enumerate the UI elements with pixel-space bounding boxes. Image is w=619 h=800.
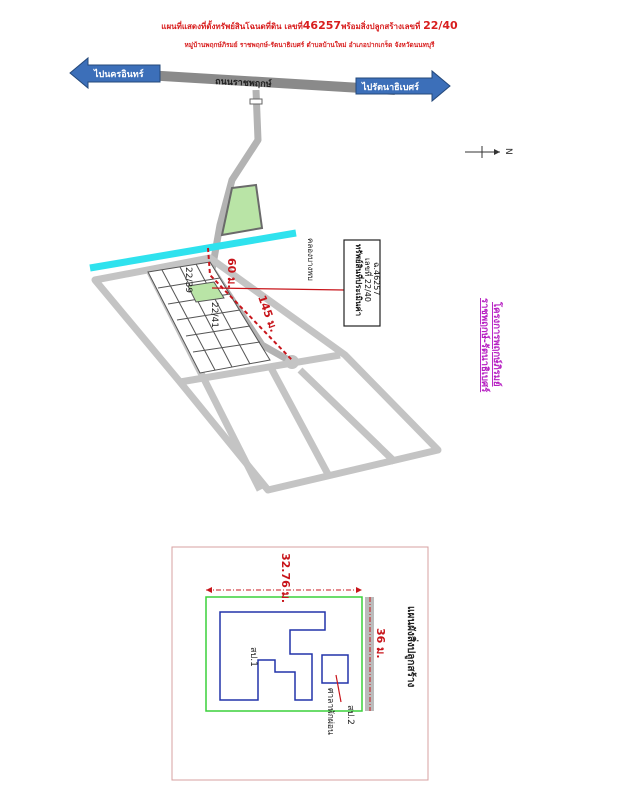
plot-boundary [205,596,363,712]
park-area [220,183,264,237]
callout-line [211,287,345,291]
building-1-label: สป.1 [248,647,258,667]
arrow-right-label: ไปรัตนาธิเบศร์ [361,81,419,93]
arrow-left: ไปนครอินทร์ [69,56,161,90]
house-number: 22/40 [423,19,458,32]
building-2-label: สป.2 [345,705,355,725]
building-2 [321,654,349,684]
building-1 [219,611,326,701]
canal-line [89,229,297,272]
distance-line [207,247,293,361]
canal-label: คลองบางพบ [306,238,315,281]
plot-left-label: 22/39 [183,267,193,293]
callout-line-1: ทรัพย์สินที่ประเมินค่า [354,244,365,316]
title-prefix: แผนที่แสดงที่ตั้งทรัพย์สินโฉนดที่ดิน เลข… [161,22,303,31]
project-name-1: โครงการพฤกษ์ภิรมย์ [491,301,503,387]
project-name-2: ราชพฤกษ์-รัตนาธิเบศร์ [479,298,491,393]
arrow-left-label: ไปนครอินทร์ [93,68,144,80]
plan-frame [171,546,429,781]
callout-line-2: เลขที่ 22/40 [363,258,374,302]
plan-title: แผนผังสิ่งปลูกสร้าง [404,606,419,687]
roundabout [285,355,299,369]
deed-number: 46257 [302,19,342,32]
document-title: แผนที่แสดงที่ตั้งทรัพย์สินโฉนดที่ดิน เลข… [0,19,619,33]
arrow-right: ไปรัตนาธิเบศร์ [355,69,451,103]
distance-145-label: 145 ม. [255,294,280,334]
dim-arrow-b [356,587,362,593]
callout-box [343,239,381,327]
distance-60-label: 60 ม. [225,258,238,289]
title-mid: พร้อมสิ่งปลูกสร้างเลขที่ [341,22,421,31]
callout-line-3: ฉ.46257 [372,262,381,295]
subject-plot [187,281,225,303]
north-label: N [503,148,513,155]
inner-road-2 [266,364,334,480]
access-road [208,89,294,366]
plan-width-label: 32.76 ม. [279,553,292,603]
inner-road-3 [179,351,341,386]
building-2-desc: ศาลาพักผ่อน [325,688,335,735]
plot-right-label: 22/41 [209,302,219,328]
document-subtitle: หมู่บ้านพฤกษ์ภิรมย์ ราชพฤกษ์-รัตนาธิเบศร… [184,41,435,49]
north-arrow: N [465,146,513,158]
dim-arrow-a [206,587,212,593]
inner-road-4 [297,367,398,465]
building-2-pointer [335,674,342,703]
gate-marker [249,98,263,105]
plan-depth-label: 36 ม. [374,628,387,659]
road-name-label: ถนนราชพฤกษ์ [215,75,272,90]
